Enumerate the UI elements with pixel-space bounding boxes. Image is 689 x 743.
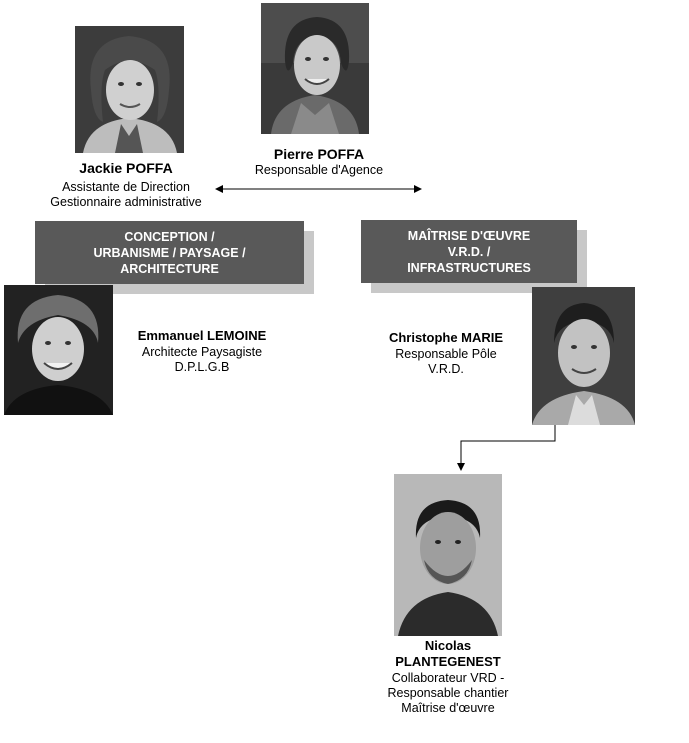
nicolas-plantegenest-role: Collaborateur VRD - Responsable chantier… bbox=[387, 671, 509, 715]
emmanuel-lemoine-photo bbox=[4, 285, 113, 415]
elbow-arrow-connector bbox=[457, 425, 556, 471]
nicolas-plantegenest-photo bbox=[394, 474, 502, 636]
christophe-marie-photo bbox=[532, 287, 635, 425]
emmanuel-lemoine-role: Architecte Paysagiste D.P.L.G.B bbox=[141, 345, 263, 374]
emmanuel-lemoine-name: Emmanuel LEMOINE bbox=[137, 328, 267, 343]
christophe-marie-name: Christophe MARIE bbox=[388, 330, 504, 345]
jackie-poffa-role: Assistante de Direction Gestionnaire adm… bbox=[50, 180, 202, 209]
pierre-poffa-name: Pierre POFFA bbox=[273, 146, 365, 162]
nicolas-plantegenest-name: Nicolas PLANTEGENEST bbox=[395, 638, 501, 669]
pierre-poffa-photo bbox=[261, 3, 369, 134]
christophe-marie-role: Responsable Pôle V.R.D. bbox=[395, 347, 497, 376]
maitrise-oeuvre-box: MAÎTRISE D'ŒUVRE V.R.D. / INFRASTRUCTURE… bbox=[361, 220, 577, 283]
pierre-poffa-role: Responsable d'Agence bbox=[254, 163, 384, 177]
conception-urbanisme-box: CONCEPTION / URBANISME / PAYSAGE / ARCHI… bbox=[35, 221, 304, 284]
jackie-poffa-name: Jackie POFFA bbox=[79, 160, 173, 176]
jackie-poffa-photo bbox=[75, 26, 184, 153]
